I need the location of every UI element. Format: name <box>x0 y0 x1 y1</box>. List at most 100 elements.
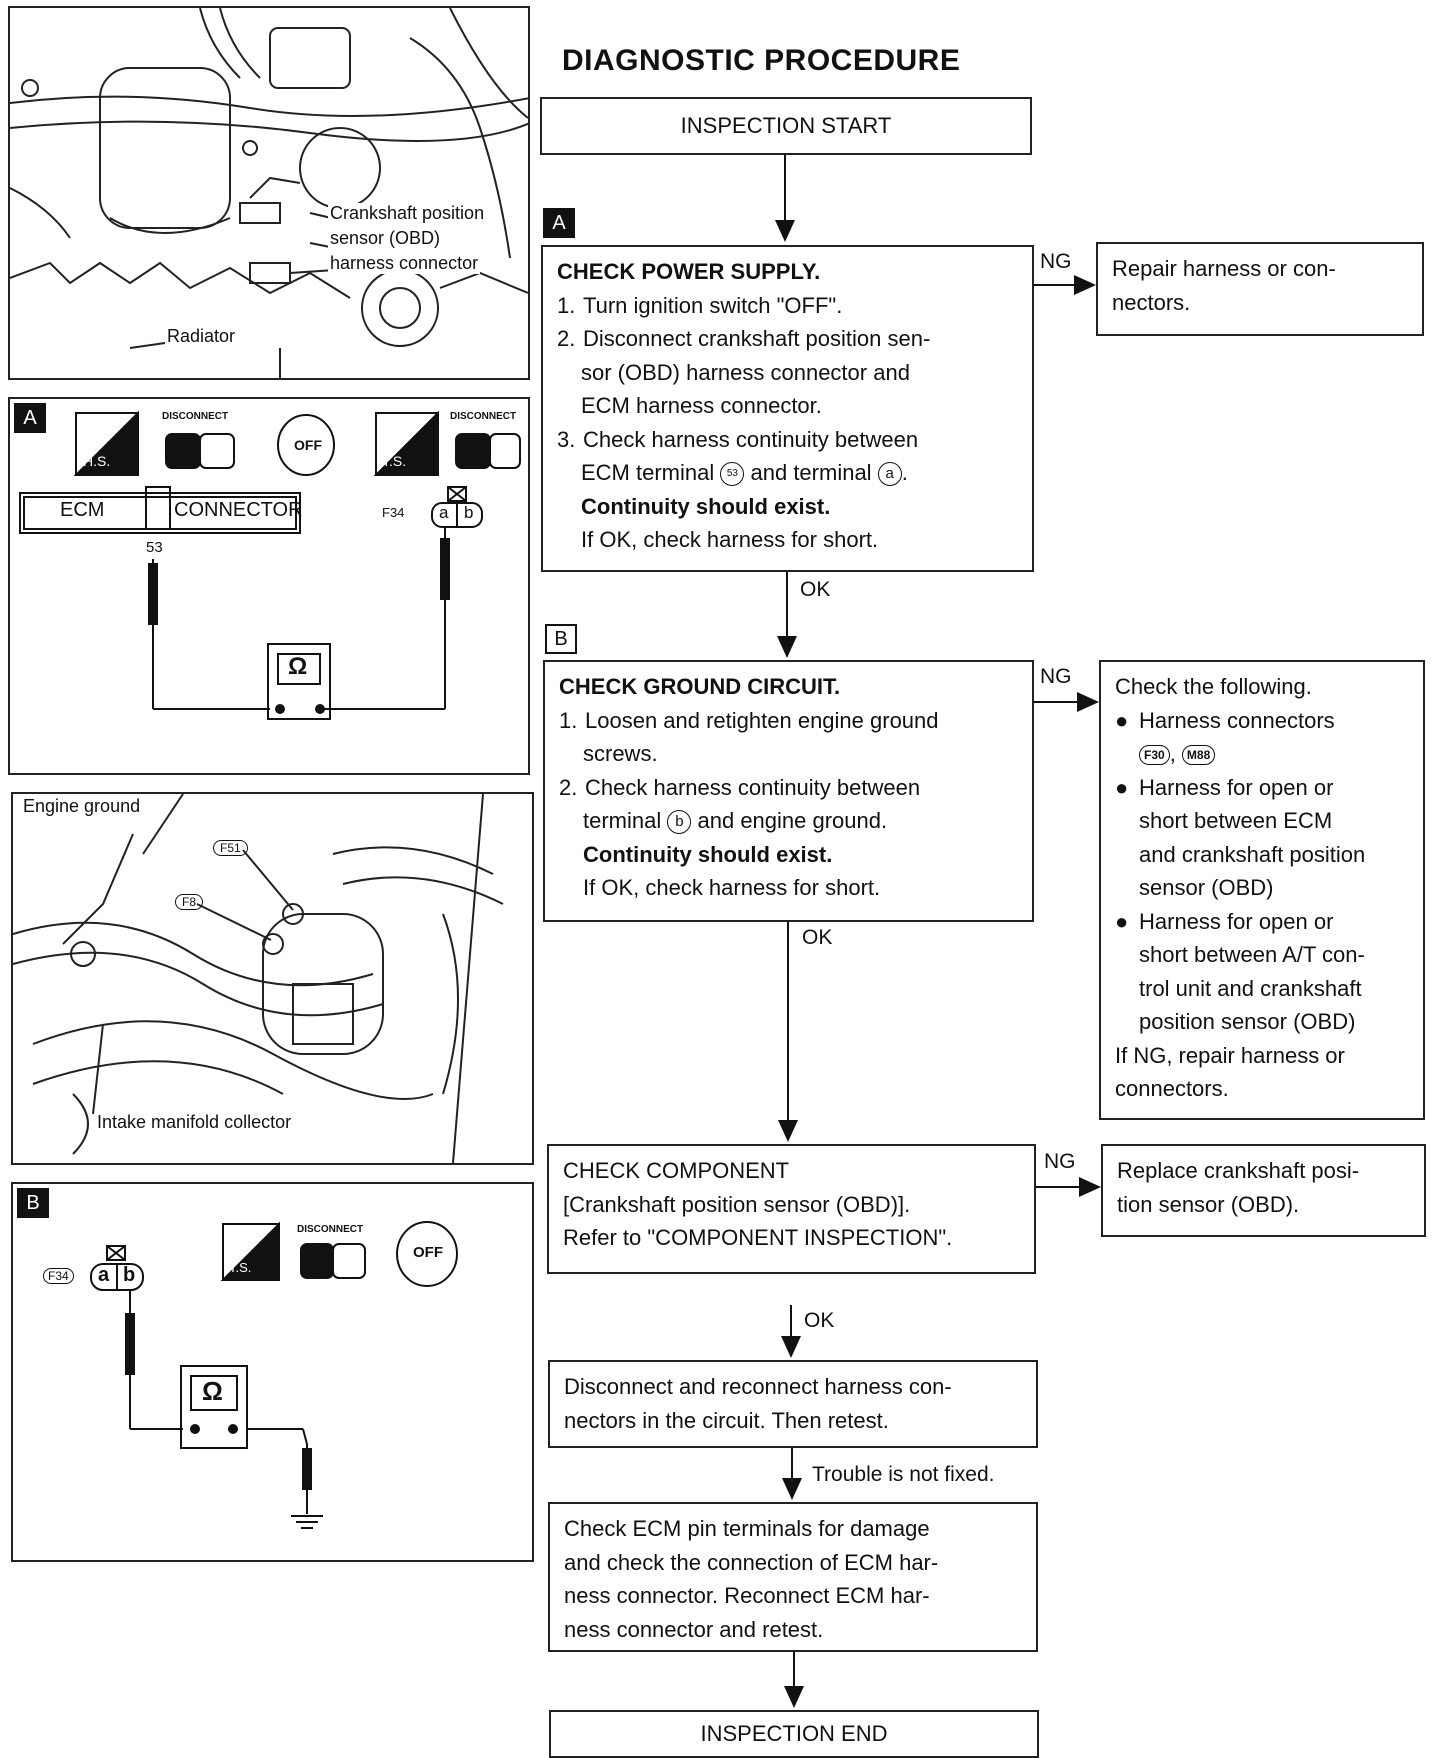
power-step-3a: Check harness continuity between <box>583 426 919 452</box>
check-power-heading: CHECK POWER SUPPLY. <box>557 259 821 284</box>
bullet-3d: position sensor (OBD) <box>1139 1009 1356 1034</box>
ground-step-1a: Loosen and retighten engine ground <box>585 707 939 733</box>
inspection-start-box: INSPECTION START <box>540 97 1032 155</box>
terminal-b-label-b: b <box>123 1264 136 1286</box>
repair-harness-box: Repair harness or con- nectors. <box>1096 242 1424 336</box>
terminal-a-label-b: a <box>98 1264 110 1286</box>
power-continuity: Continuity should exist. <box>581 493 831 519</box>
inspection-end-label: INSPECTION END <box>700 1721 888 1747</box>
repair-line1: Repair harness or con- <box>1112 256 1336 281</box>
test-diagram-b-drawing <box>90 1221 458 1529</box>
power-step-3b: ECM terminal 53 and terminal a. <box>581 460 908 487</box>
check-component-box: CHECK COMPONENT [Crankshaft position sen… <box>547 1144 1036 1274</box>
bullet-2a: Harness for open or <box>1139 774 1334 800</box>
ts-label-b: T.S. <box>229 1260 252 1275</box>
trouble-not-fixed-label: Trouble is not fixed. <box>812 1463 995 1486</box>
component-line2: [Crankshaft position sensor (OBD)]. <box>563 1191 911 1217</box>
power-step-2b: sor (OBD) harness connector and <box>581 359 910 385</box>
check-following-heading: Check the following. <box>1115 674 1312 699</box>
terminal-b-symbol: b <box>667 810 692 835</box>
bullet-3a: Harness for open or <box>1139 908 1334 934</box>
connector-codes: F30, M88 <box>1115 737 1409 771</box>
replace-line1: Replace crankshaft posi- <box>1117 1158 1360 1183</box>
page-title: DIAGNOSTIC PROCEDURE <box>562 44 961 77</box>
bullet-3b: short between A/T con- <box>1139 942 1365 967</box>
bullet-2c: and crankshaft position <box>1139 841 1366 867</box>
inspection-end-box: INSPECTION END <box>549 1710 1039 1758</box>
ok-label-3: OK <box>804 1309 835 1332</box>
ecm-line4: ness connector and retest. <box>564 1616 824 1642</box>
engine-ground-drawing <box>13 794 504 1163</box>
pin-53-label: 53 <box>146 539 163 556</box>
component-line1: CHECK COMPONENT <box>563 1158 790 1183</box>
terminal-53-symbol: 53 <box>720 462 745 487</box>
if-ng-line2: connectors. <box>1115 1076 1229 1101</box>
check-ecm-pins-box: Check ECM pin terminals for damage and c… <box>548 1502 1038 1652</box>
bullet-3c: trol unit and crankshaft <box>1139 975 1362 1001</box>
power-step-3b-text2: and terminal <box>750 460 872 485</box>
ecm-label: ECM <box>60 499 105 521</box>
f51-connector-label: F51 <box>213 840 248 856</box>
hs-label: H.S. <box>83 453 111 469</box>
f8-connector-label: F8 <box>175 894 204 910</box>
ok-label-1: OK <box>800 578 831 601</box>
test-diagram-b: B <box>11 1182 534 1562</box>
if-ng-line1: If NG, repair harness or <box>1115 1042 1345 1068</box>
ground-step-1b: screws. <box>583 741 658 766</box>
ts-label: T.S. <box>382 453 407 469</box>
test-diagram-a-drawing <box>19 410 521 720</box>
ground-step-2a: Check harness continuity between <box>585 774 921 800</box>
ecm-line3: ness connector. Reconnect ECM har- <box>564 1583 930 1608</box>
terminal-a-symbol: a <box>877 462 902 487</box>
power-step-2a: Disconnect crankshaft position sen- <box>583 326 931 351</box>
intake-manifold-label: Intake manifold collector <box>95 1112 294 1133</box>
power-step-1: Turn ignition switch "OFF". <box>583 292 843 318</box>
bullet-2b: short between ECM <box>1139 808 1333 833</box>
replace-sensor-box: Replace crankshaft posi- tion sensor (OB… <box>1101 1144 1426 1237</box>
ecm-line1: Check ECM pin terminals for damage <box>564 1516 930 1541</box>
ground-ifok: If OK, check harness for short. <box>583 875 881 900</box>
ohmmeter-symbol: Ω <box>288 653 308 680</box>
engine-bay-drawing <box>10 8 528 378</box>
radiator-label: Radiator <box>165 326 238 347</box>
disconnect-label-2: DISCONNECT <box>450 411 517 422</box>
sensor-label-line3: harness connector <box>328 253 481 274</box>
ok-label-2: OK <box>802 926 833 949</box>
connector-m88: M88 <box>1181 745 1216 766</box>
power-ifok: If OK, check harness for short. <box>581 527 879 552</box>
check-power-supply-box: CHECK POWER SUPPLY. 1.Turn ignition swit… <box>541 245 1034 572</box>
ng-label-3: NG <box>1044 1150 1076 1173</box>
ground-step-2b: terminal b and engine ground. <box>559 804 1018 838</box>
tag-b: B <box>17 1188 49 1218</box>
ground-step-2b-text2: and engine ground. <box>697 808 888 833</box>
disconnect-label-1: DISCONNECT <box>162 411 229 422</box>
disconnect-line1: Disconnect and reconnect harness con- <box>564 1374 952 1399</box>
ecm-line2: and check the connection of ECM har- <box>564 1549 939 1575</box>
power-step-2c: ECM harness connector. <box>581 393 822 418</box>
ohmmeter-symbol-b: Ω <box>202 1376 223 1406</box>
ng-label-1: NG <box>1040 250 1072 273</box>
connector-label: CONNECTOR <box>174 499 303 521</box>
sensor-label-line1: Crankshaft position <box>328 203 487 224</box>
off-key-label-b: OFF <box>413 1244 443 1261</box>
off-key-label: OFF <box>294 437 322 453</box>
test-diagram-a: A <box>8 397 530 775</box>
flow-tag-b: B <box>545 624 577 654</box>
component-line3: Refer to "COMPONENT INSPECTION". <box>563 1225 953 1250</box>
repair-line2: nectors. <box>1112 289 1191 315</box>
connector-f30: F30 <box>1139 745 1170 766</box>
engine-ground-label: Engine ground <box>21 796 143 817</box>
replace-line2: tion sensor (OBD). <box>1117 1191 1300 1217</box>
flow-tag-a: A <box>543 208 575 238</box>
check-ground-heading: CHECK GROUND CIRCUIT. <box>559 674 841 699</box>
tag-a: A <box>14 403 46 433</box>
power-step-3b-text1: ECM terminal <box>581 460 715 485</box>
f34-connector-label-b: F34 <box>43 1268 74 1284</box>
disconnect-line2: nectors in the circuit. Then retest. <box>564 1407 889 1433</box>
disconnect-reconnect-box: Disconnect and reconnect harness con- ne… <box>548 1360 1038 1448</box>
f34-connector-label: F34 <box>382 505 405 520</box>
ground-continuity: Continuity should exist. <box>583 841 833 867</box>
check-following-box: Check the following. ●Harness connectors… <box>1099 660 1425 1120</box>
sensor-label-line2: sensor (OBD) <box>328 228 443 249</box>
bullet-2d: sensor (OBD) <box>1139 875 1274 900</box>
